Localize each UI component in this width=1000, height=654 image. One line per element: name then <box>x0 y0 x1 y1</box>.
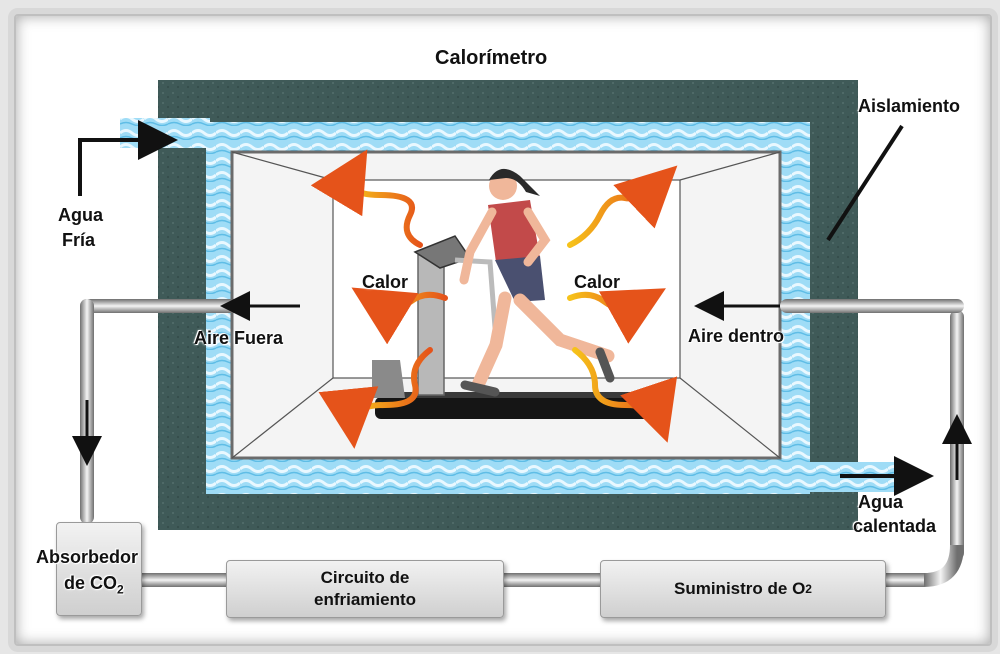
co2-absorber-box <box>56 522 142 616</box>
co2-absorber-label-2: de CO2 <box>64 573 124 600</box>
cooling-label-2: enfriamiento <box>313 590 417 609</box>
co2-subscript: 2 <box>117 582 124 597</box>
o2-text: Suministro de O <box>674 579 806 598</box>
co2-absorber-label-1: Absorbedor <box>36 547 139 567</box>
cooling-label-1: Circuito de <box>320 568 410 587</box>
calorimeter-title: Calorímetro <box>435 47 548 69</box>
cold-water-label-2: Fría <box>62 230 96 250</box>
cold-water-arrow <box>78 120 178 196</box>
treadmill-icon <box>372 235 655 419</box>
insulation-label: Aislamiento <box>858 96 961 116</box>
cooling-circuit-box: Circuito de enfriamiento <box>226 560 504 618</box>
heat-label-right: Calor <box>574 272 621 292</box>
heat-label-left: Calor <box>362 272 409 292</box>
person-running-icon <box>459 168 615 397</box>
insulation-pointer <box>826 124 904 242</box>
cold-water-inlet <box>120 118 210 148</box>
air-out-label: Aire Fuera <box>194 328 284 348</box>
cold-water-label-1: Agua <box>58 205 103 225</box>
air-in-label: Aire dentro <box>688 326 785 346</box>
heat-waves <box>310 149 678 449</box>
co2-text: de CO <box>64 573 118 593</box>
warm-water-label-1: Agua <box>858 492 903 512</box>
o2-subscript: 2 <box>805 582 812 596</box>
warm-water-label-2: calentada <box>853 516 937 536</box>
